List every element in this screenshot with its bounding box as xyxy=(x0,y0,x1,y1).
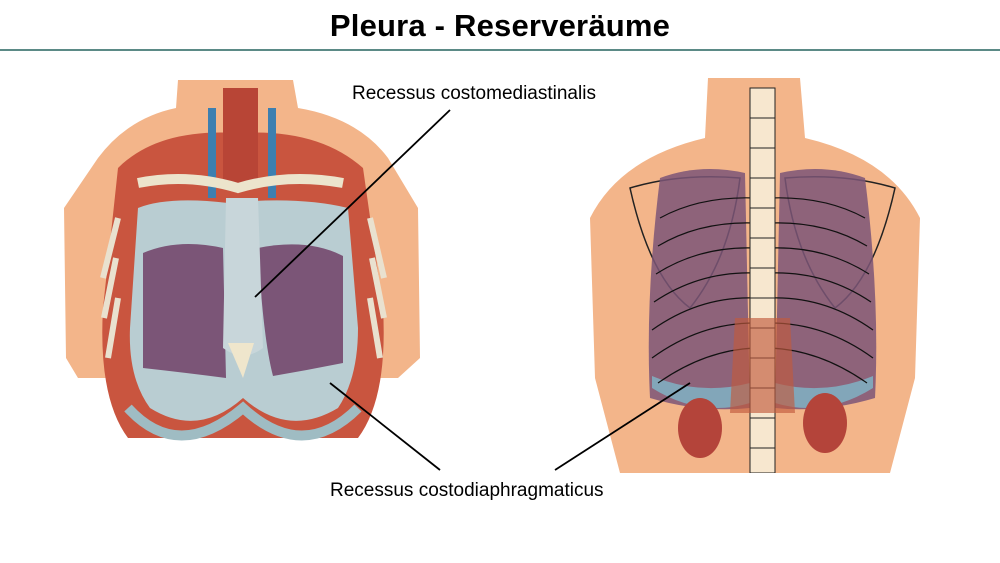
title-divider xyxy=(0,49,1000,51)
slide-title: Pleura - Reserveräume xyxy=(329,8,671,43)
posterior-back-illustration xyxy=(590,78,920,473)
label-recessus-costodiaphragmaticus: Recessus costodiaphragmaticus xyxy=(330,480,604,501)
label-recessus-costomediastinalis: Recessus costomediastinalis xyxy=(352,83,596,104)
anterior-thorax-illustration xyxy=(64,80,420,441)
